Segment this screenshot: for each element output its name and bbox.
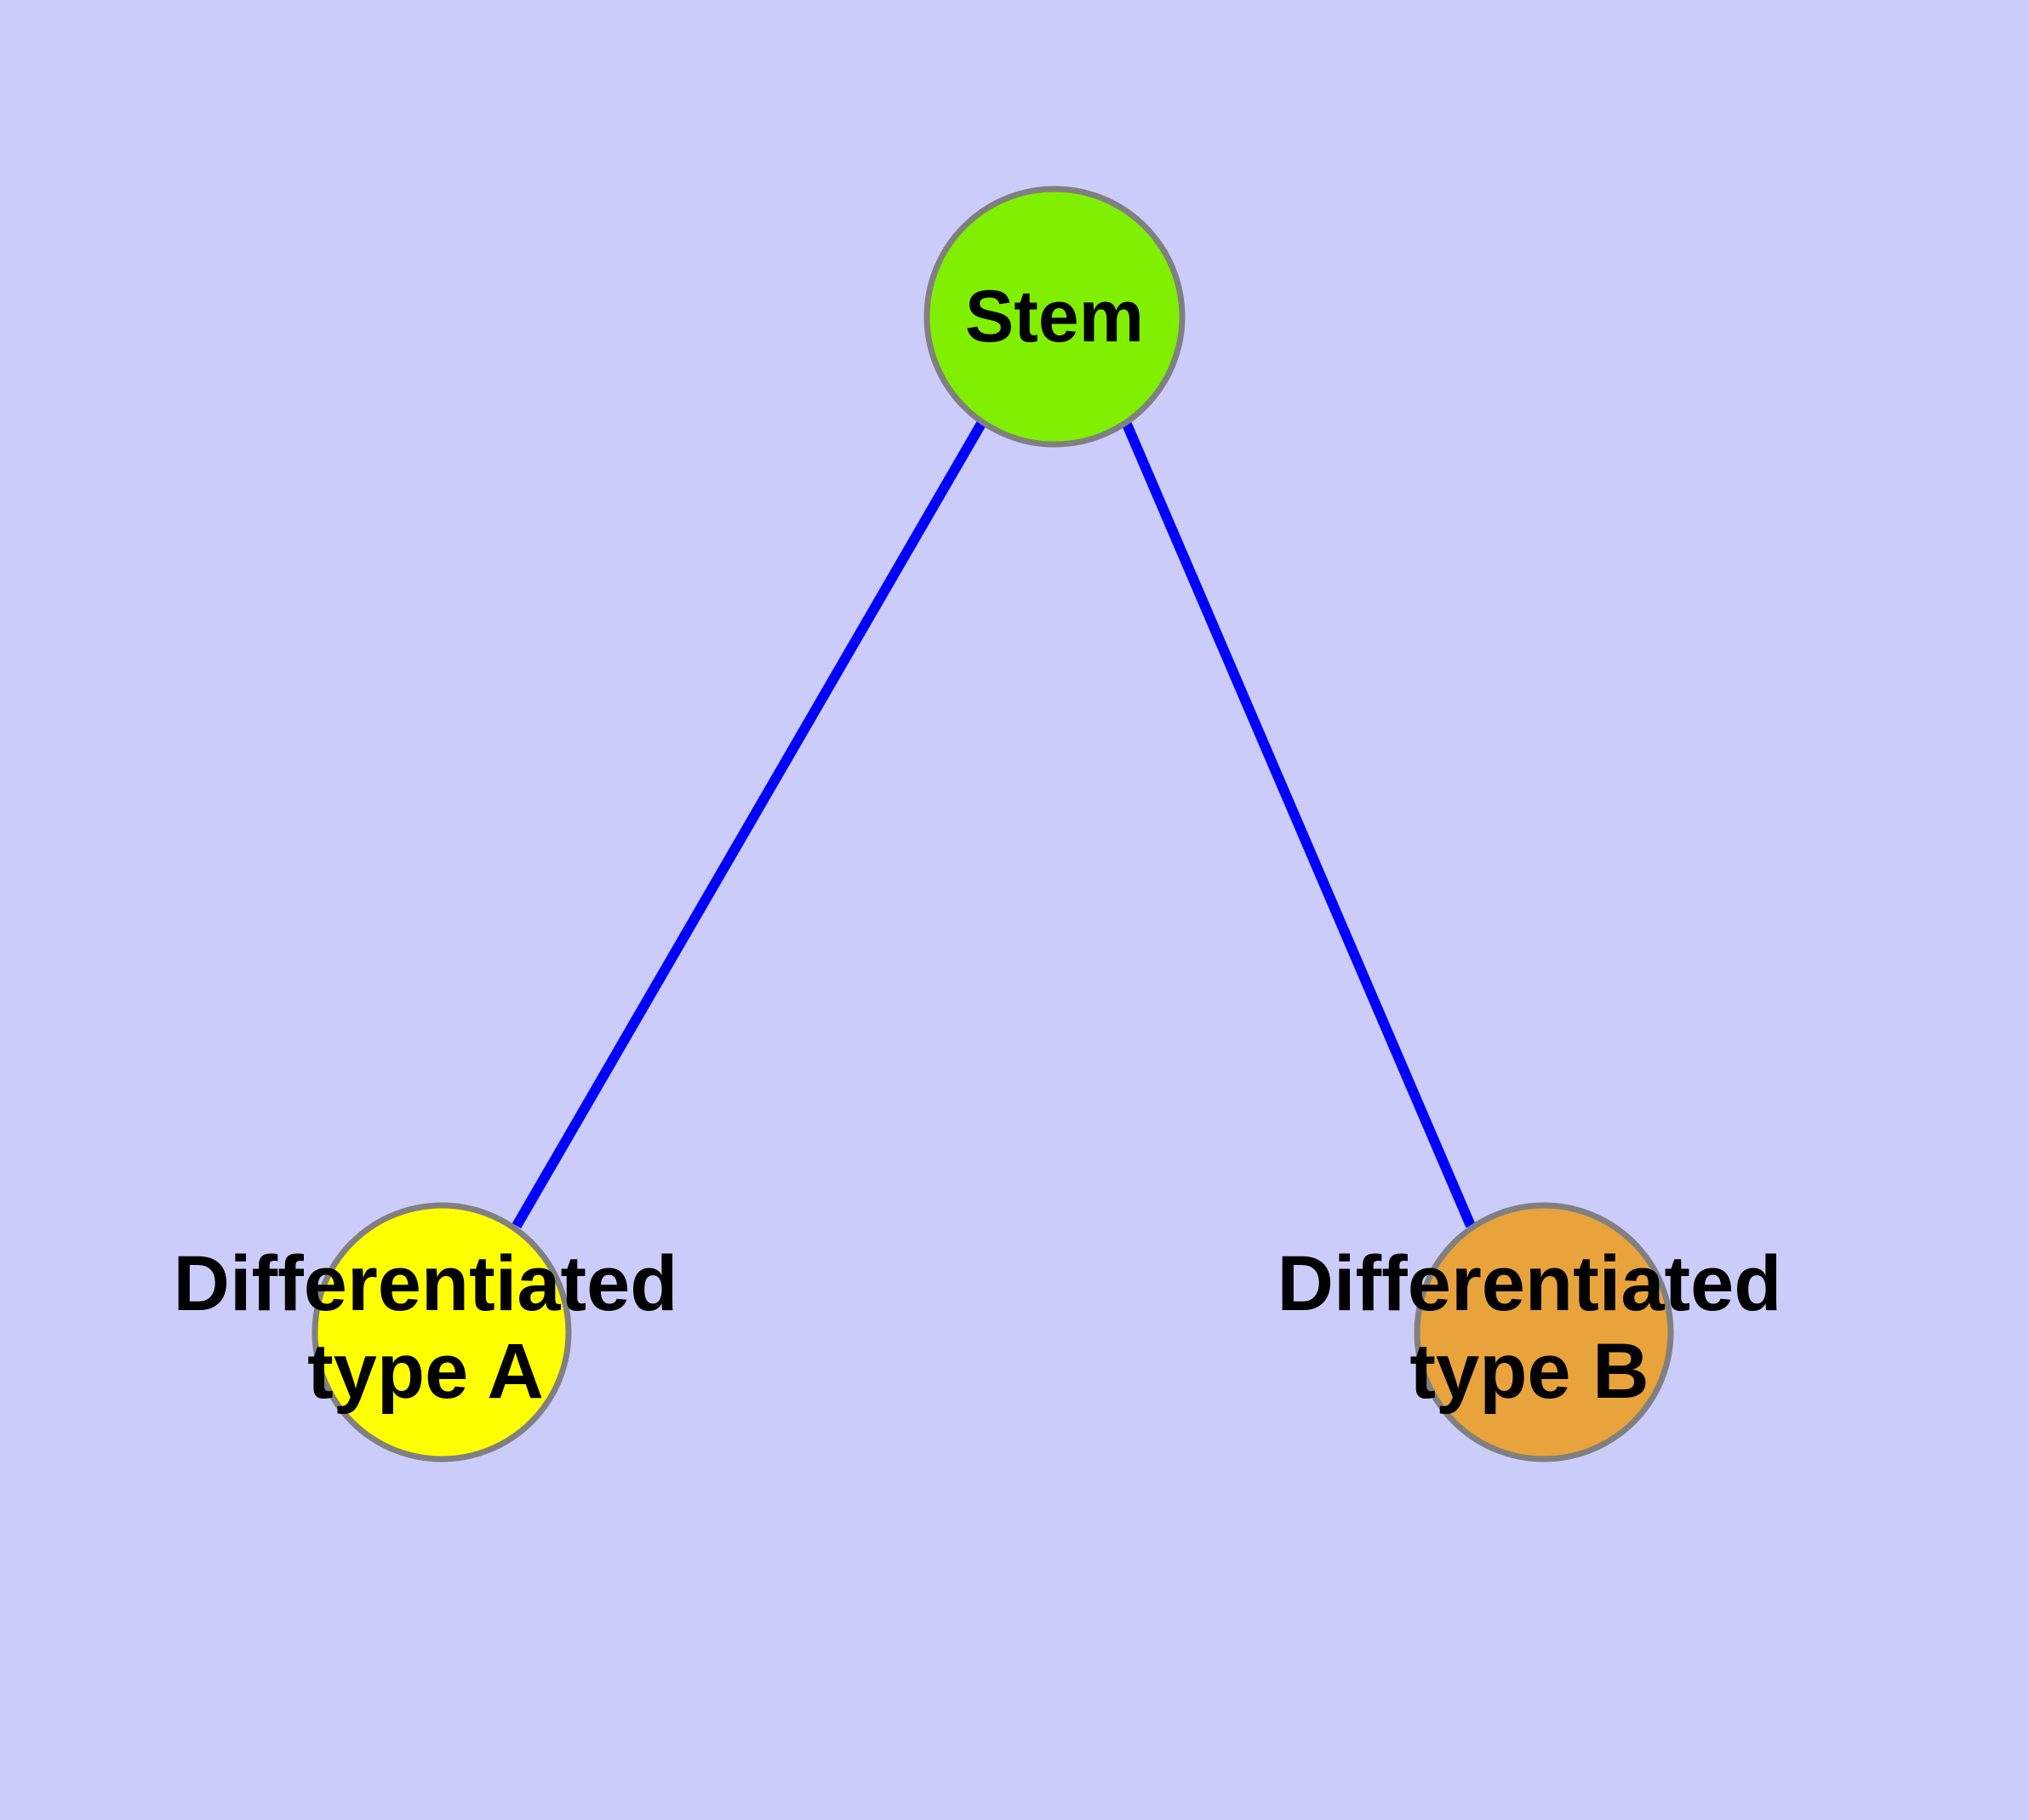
edge-stem-to-diff-b[interactable] (1121, 420, 1476, 1228)
node-stem[interactable] (923, 186, 1186, 448)
node-diff-b[interactable] (1414, 1202, 1674, 1462)
node-layer (311, 186, 1674, 1462)
edge-layer (512, 419, 1476, 1229)
node-diff-a[interactable] (311, 1202, 572, 1462)
edge-stem-to-diff-a[interactable] (512, 419, 987, 1229)
